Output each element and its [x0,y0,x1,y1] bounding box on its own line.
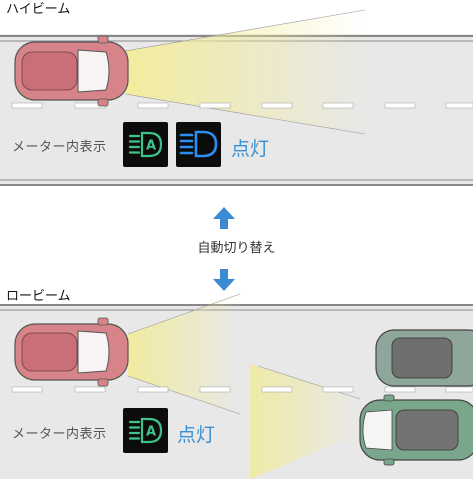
low-beam-meter-label: メーター内表示 [12,427,107,442]
auto-switch-label: 自動切り替え [197,241,276,256]
low-beam-status: 点灯 [177,424,216,446]
low-beam-road-scene [0,294,473,479]
svg-text:A: A [146,425,156,440]
low-beam-indicator-auto: A [123,408,168,453]
oncoming-car [359,394,473,466]
arrow-down-icon [213,269,235,291]
car-ahead [375,329,473,387]
high-beam-indicator-auto: A [123,122,168,167]
high-beam-title: ハイビーム [6,2,71,17]
own-car-high [14,35,129,107]
arrow-up-icon [213,207,235,229]
svg-text:A: A [146,139,156,154]
high-beam-status: 点灯 [231,138,270,160]
high-beam-icon [179,130,218,158]
high-beam-indicator-main [176,122,221,167]
low-beam-title: ロービーム [6,289,71,304]
high-beam-meter-label: メーター内表示 [12,140,107,155]
auto-high-beam-icon: A [128,417,163,444]
auto-high-beam-icon: A [128,131,163,158]
own-car-low [14,317,129,387]
high-beam-road-scene [0,6,473,196]
